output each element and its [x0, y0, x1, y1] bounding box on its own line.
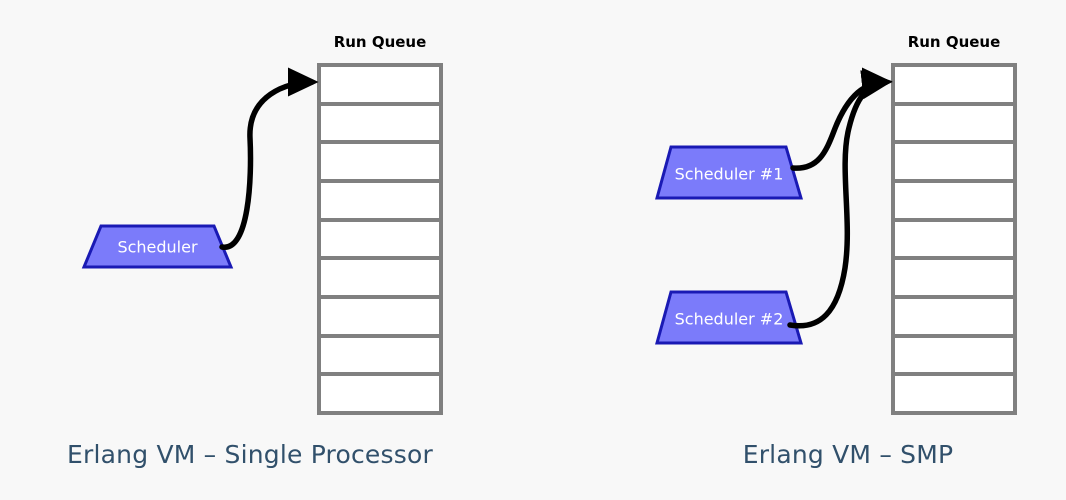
- run-queue-right-cell: [895, 376, 1013, 412]
- scheduler-trapezoid-shape: [81, 224, 234, 269]
- scheduler-node-1[interactable]: Scheduler #1: [655, 145, 804, 200]
- run-queue-left-cell: [321, 144, 439, 180]
- run-queue-left-cell: [321, 337, 439, 373]
- run-queue-left-cell: [321, 376, 439, 412]
- run-queue-label-left: Run Queue: [333, 33, 427, 51]
- run-queue-right: [891, 63, 1017, 415]
- caption-single-processor: Erlang VM – Single Processor: [67, 440, 433, 469]
- arrow-scheduler1-to-queue: [790, 67, 893, 171]
- run-queue-left-cell: [321, 67, 439, 102]
- scheduler-trapezoid-shape: [655, 145, 804, 200]
- run-queue-right-cell: [895, 221, 1013, 257]
- run-queue-right-cell: [895, 183, 1013, 218]
- run-queue-left-cell: [321, 183, 439, 218]
- run-queue-left: [317, 63, 443, 415]
- run-queue-right-cell: [895, 67, 1013, 102]
- run-queue-right-cell: [895, 260, 1013, 296]
- arrow-scheduler-to-queue: [219, 67, 319, 250]
- run-queue-right-cell: [895, 299, 1013, 334]
- run-queue-right-cell: [895, 144, 1013, 180]
- run-queue-left-cell: [321, 299, 439, 334]
- run-queue-left-cell: [321, 260, 439, 296]
- caption-smp: Erlang VM – SMP: [742, 440, 954, 469]
- arrow-scheduler2-to-queue: [787, 70, 893, 329]
- run-queue-label-right: Run Queue: [907, 33, 1001, 51]
- run-queue-left-cell: [321, 221, 439, 257]
- scheduler-node-2[interactable]: Scheduler #2: [655, 290, 804, 345]
- run-queue-right-cell: [895, 105, 1013, 141]
- scheduler-trapezoid-shape: [655, 290, 804, 345]
- scheduler-node-single[interactable]: Scheduler: [81, 224, 234, 269]
- run-queue-left-cell: [321, 105, 439, 141]
- run-queue-right-cell: [895, 337, 1013, 373]
